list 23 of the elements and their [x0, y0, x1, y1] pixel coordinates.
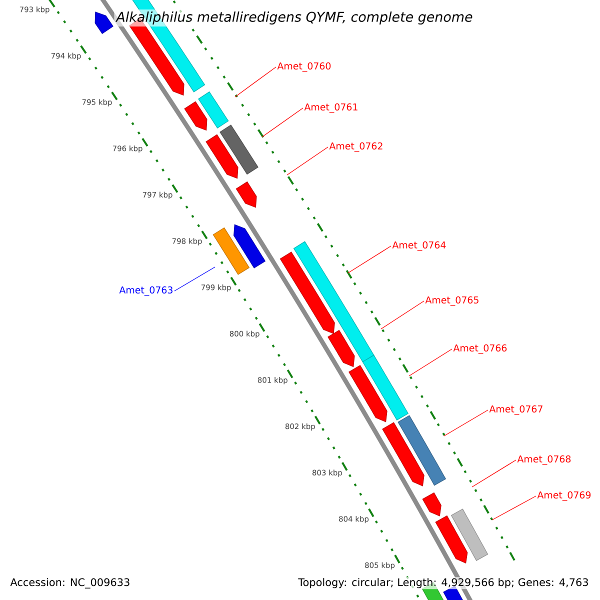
leader-line — [408, 348, 452, 376]
gene-label: Amet_0769 — [537, 491, 591, 501]
gene-label: Amet_0765 — [425, 296, 478, 306]
leader-line — [174, 266, 216, 292]
gene-label: Amet_0761 — [304, 103, 358, 113]
leader-line — [234, 66, 276, 98]
gene-label: Amet_0763 — [119, 286, 172, 296]
leader-line — [444, 410, 488, 436]
footer-text: Topology: circular; Length: 4,929,566 bp; Genes: 4,763 — [297, 577, 590, 590]
gene-label: Amet_0760 — [277, 62, 331, 72]
leader-line — [472, 460, 516, 488]
leader-line — [348, 246, 392, 274]
gene-label: Amet_0762 — [329, 142, 382, 152]
title: Alkaliphilus metalliredigens QYMF, complete genome — [114, 10, 475, 26]
footer-text: Accession: NC_009633 — [9, 577, 132, 590]
gene-label: Amet_0767 — [489, 405, 542, 415]
gene-label: Amet_0764 — [392, 241, 446, 251]
leader-line — [262, 108, 304, 138]
gene-label: Amet_0766 — [453, 344, 507, 354]
leader-line — [380, 300, 424, 330]
leader-line — [492, 496, 536, 520]
leader-line — [286, 146, 328, 176]
gene-label: Amet_0768 — [517, 455, 571, 465]
